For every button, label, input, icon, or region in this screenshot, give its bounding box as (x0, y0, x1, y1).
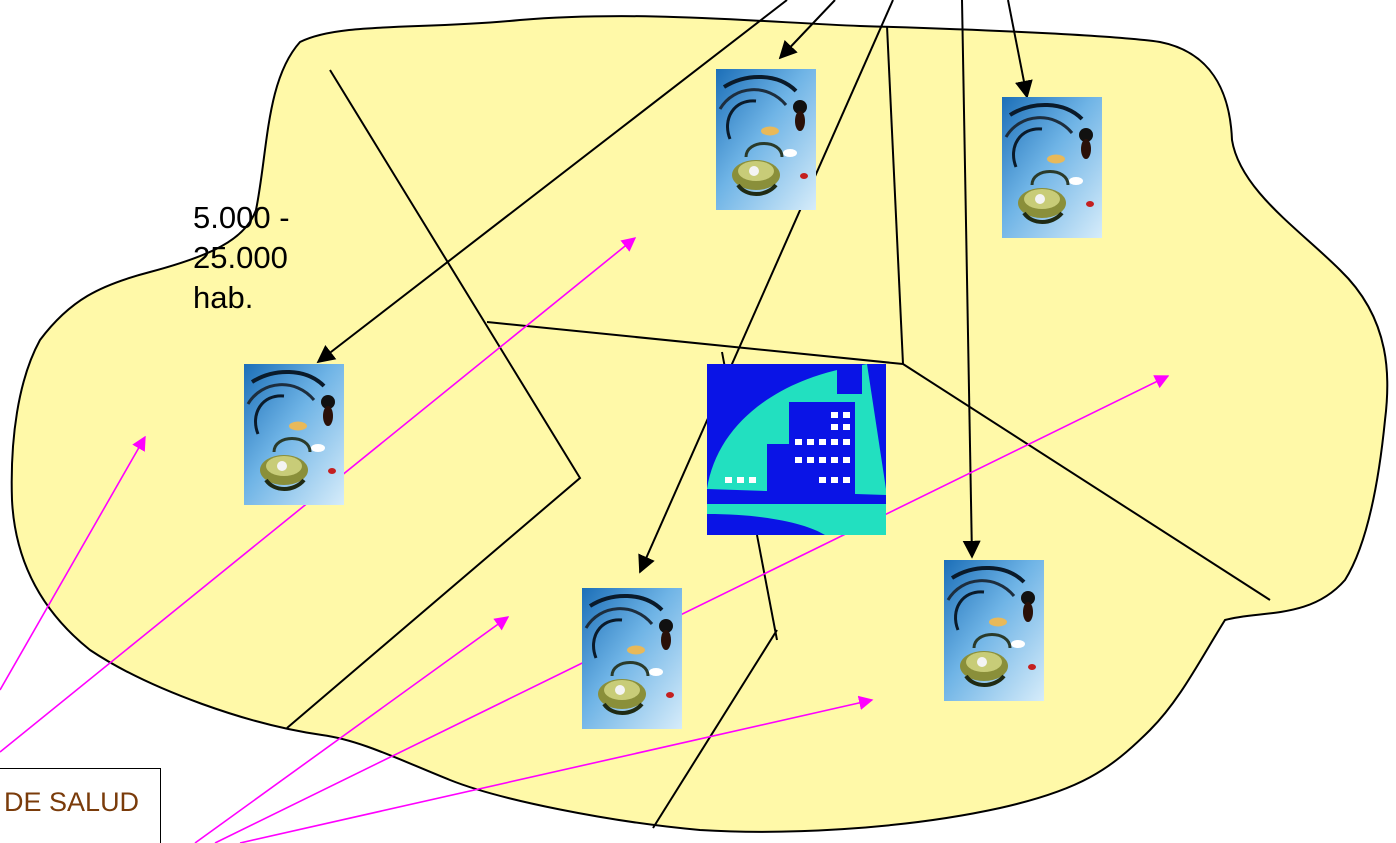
zone-label: A DE SALUD (0, 787, 140, 817)
stethoscope-icon (242, 362, 346, 507)
population-line-2: 25.000 (193, 240, 288, 275)
zone-label-box (0, 768, 161, 843)
population-label: 5.000 - 25.000 hab. (193, 198, 333, 318)
population-line-3: hab. (193, 280, 254, 315)
stethoscope-icon (942, 558, 1046, 703)
sector-boundaries (286, 25, 1271, 829)
stethoscope-icon (580, 586, 684, 731)
population-line-1: 5.000 - (193, 200, 290, 235)
stethoscope-icon (714, 67, 818, 212)
top-arrows (316, 0, 1033, 574)
hospital-building-icon (707, 364, 886, 535)
health-area-region (10, 15, 1389, 833)
stethoscope-icon (1000, 95, 1104, 240)
